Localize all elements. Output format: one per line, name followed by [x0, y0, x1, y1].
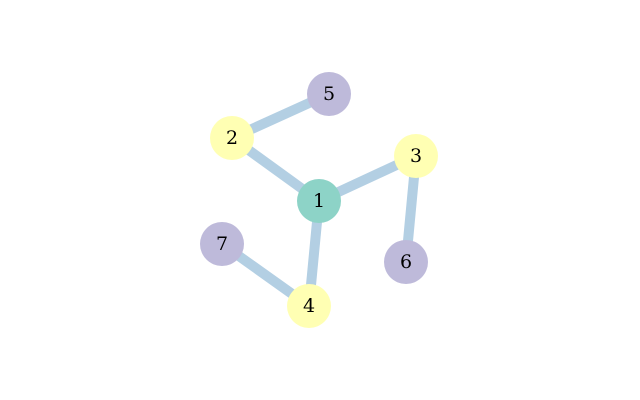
node-circle-5 — [307, 72, 351, 116]
node-label-6: 6 — [400, 251, 412, 273]
node-label-5: 5 — [323, 83, 335, 105]
node-circle-4 — [287, 284, 331, 328]
node-circle-6 — [384, 240, 428, 284]
nodes-layer: 1 2 3 4 5 6 7 — [200, 72, 438, 328]
node-label-4: 4 — [303, 295, 315, 317]
node-3: 3 — [394, 134, 438, 178]
node-7: 7 — [200, 222, 244, 266]
node-label-2: 2 — [226, 127, 238, 149]
node-4: 4 — [287, 284, 331, 328]
node-label-3: 3 — [410, 145, 422, 167]
node-6: 6 — [384, 240, 428, 284]
node-1: 1 — [297, 179, 341, 223]
node-2: 2 — [210, 116, 254, 160]
node-circle-3 — [394, 134, 438, 178]
node-circle-1 — [297, 179, 341, 223]
node-circle-7 — [200, 222, 244, 266]
node-circle-2 — [210, 116, 254, 160]
node-label-7: 7 — [216, 233, 228, 255]
node-label-1: 1 — [313, 190, 325, 212]
node-5: 5 — [307, 72, 351, 116]
